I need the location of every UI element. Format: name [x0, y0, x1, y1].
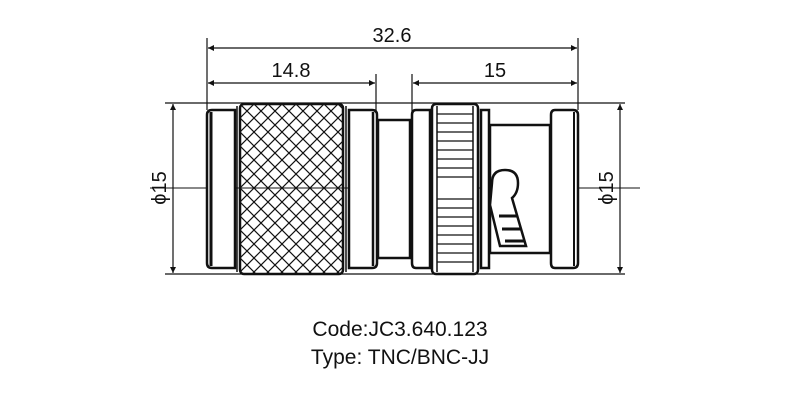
product-type: Type: TNC/BNC-JJ: [310, 346, 490, 369]
overall-length-label: 32.6: [373, 25, 412, 47]
left-length-label: 14.8: [272, 60, 311, 82]
bnc-body: [410, 102, 580, 276]
dimension-lines: [170, 45, 623, 273]
tnc-body: [205, 102, 379, 276]
product-code: Code:JC3.640.123: [312, 318, 488, 341]
right-length-label: 15: [484, 60, 506, 82]
adapter-neck: [376, 118, 412, 260]
